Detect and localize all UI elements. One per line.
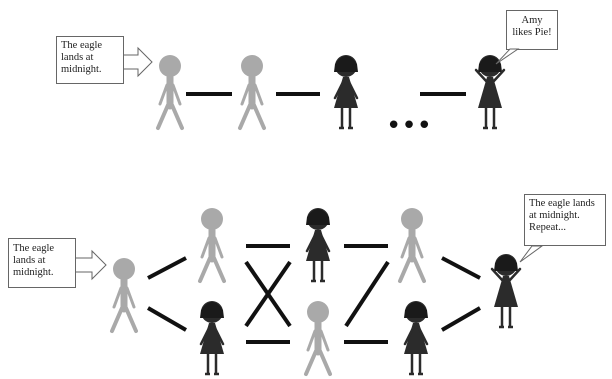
person-col3-lower: [402, 299, 430, 376]
bottom-output-speech-bubble: The eagle lands at midnight. Repeat...: [524, 194, 606, 246]
top-input-arrow: [124, 46, 153, 78]
bottom-input-arrow: [76, 249, 107, 281]
bottom-input-message-callout: The eagle lands at midnight.: [8, 238, 76, 288]
link-c3u-final: [441, 256, 481, 280]
top-person-3: [332, 53, 360, 130]
person-col1-upper: [200, 208, 224, 281]
ellipsis-dots: •••: [386, 111, 432, 141]
bottom-network: [76, 206, 544, 376]
final-person: [490, 252, 522, 329]
top-chain: •••: [124, 46, 520, 141]
top-person-last: [474, 53, 506, 130]
link-c3l-final: [440, 306, 482, 332]
top-input-message-text: The eagle lands at midnight.: [61, 40, 103, 75]
bottom-output-message-text: The eagle lands at midnight. Repeat...: [529, 198, 595, 233]
top-output-message-text: Amy likes Pie!: [512, 15, 552, 38]
person-col2-lower: [306, 301, 330, 374]
top-person-2: [240, 55, 264, 128]
link-origin-lower: [146, 306, 188, 332]
person-col2-upper: [304, 206, 332, 283]
link-cross-up: [244, 260, 292, 328]
person-col3-upper: [400, 208, 424, 281]
link-diag-c2l-c3u: [344, 260, 390, 328]
origin-person: [112, 258, 136, 331]
top-output-bubble-tail: [495, 48, 520, 65]
person-col1-lower: [198, 299, 226, 376]
bottom-output-bubble-tail: [519, 245, 544, 263]
link-origin-upper: [147, 256, 187, 280]
top-person-1: [158, 55, 182, 128]
bottom-input-message-text: The eagle lands at midnight.: [13, 243, 55, 278]
top-input-message-callout: The eagle lands at midnight.: [56, 36, 124, 84]
top-output-speech-bubble: Amy likes Pie!: [506, 10, 558, 50]
